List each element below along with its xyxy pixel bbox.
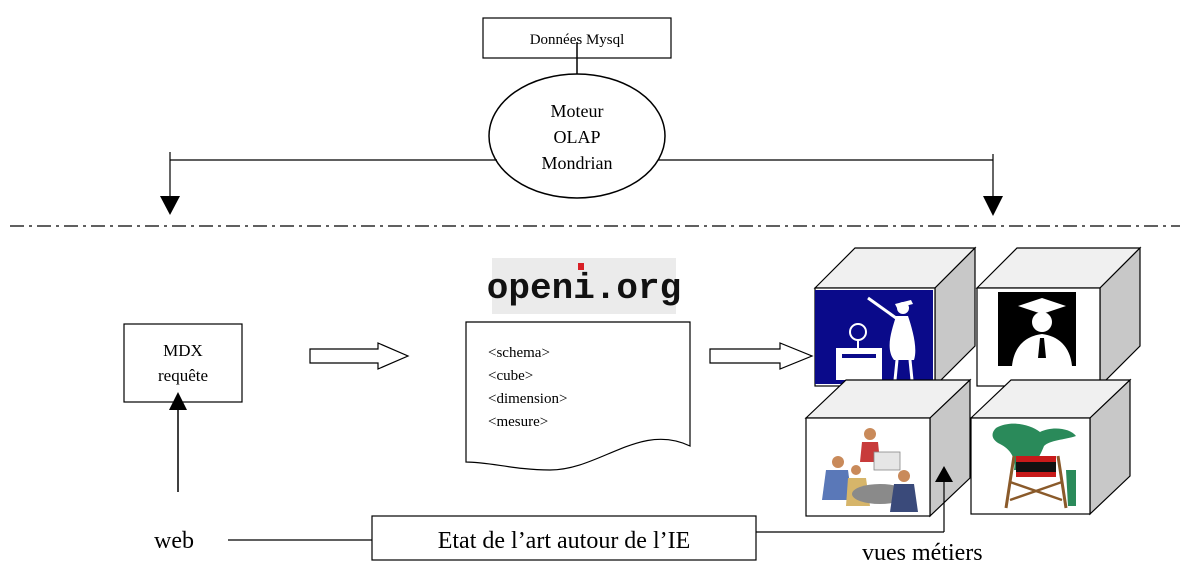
cube-graduate [975,246,1142,388]
doc-line-mesure: <mesure> [488,414,548,430]
state-of-art-label: Etat de l’art autour de l’IE [438,528,691,554]
olap-engine-ellipse: Moteur OLAP Mondrian [488,73,666,199]
meeting-icon [822,428,918,512]
teacher-icon [815,290,933,384]
right-branch-arrowhead [983,196,1003,216]
openi-logo: openi.org [487,258,681,314]
schema-document: <schema> <cube> <dimension> <mesure> [465,321,691,471]
cube-director [969,378,1132,516]
engine-line-3: Mondrian [542,153,613,173]
doc-line-schema: <schema> [488,345,550,361]
web-to-mdx-arrowhead [169,392,187,410]
openi-logo-text: openi.org [487,268,681,309]
logo-accent-mark [578,263,584,270]
state-of-art-box: Etat de l’art autour de l’IE [371,515,757,561]
engine-line-2: OLAP [553,127,600,147]
left-branch-arrowhead [160,196,180,215]
graduate-icon [998,292,1076,366]
mysql-data-label: Données Mysql [530,32,625,48]
cube-teacher [813,246,977,388]
doc-line-cube: <cube> [488,368,533,384]
state-to-views-arrowhead [935,466,953,482]
mdx-line-1: MDX [163,341,203,360]
mdx-to-schema-arrow [309,342,410,370]
views-label: vues métiers [862,540,983,566]
mdx-query-box: MDX requête [123,323,243,403]
doc-line-dimension: <dimension> [488,391,567,407]
schema-to-views-arrow [709,342,814,370]
web-label: web [154,528,194,554]
cube-meeting [804,378,972,518]
director-chair-icon [992,423,1076,509]
engine-line-1: Moteur [551,101,604,121]
mdx-line-2: requête [158,366,208,385]
